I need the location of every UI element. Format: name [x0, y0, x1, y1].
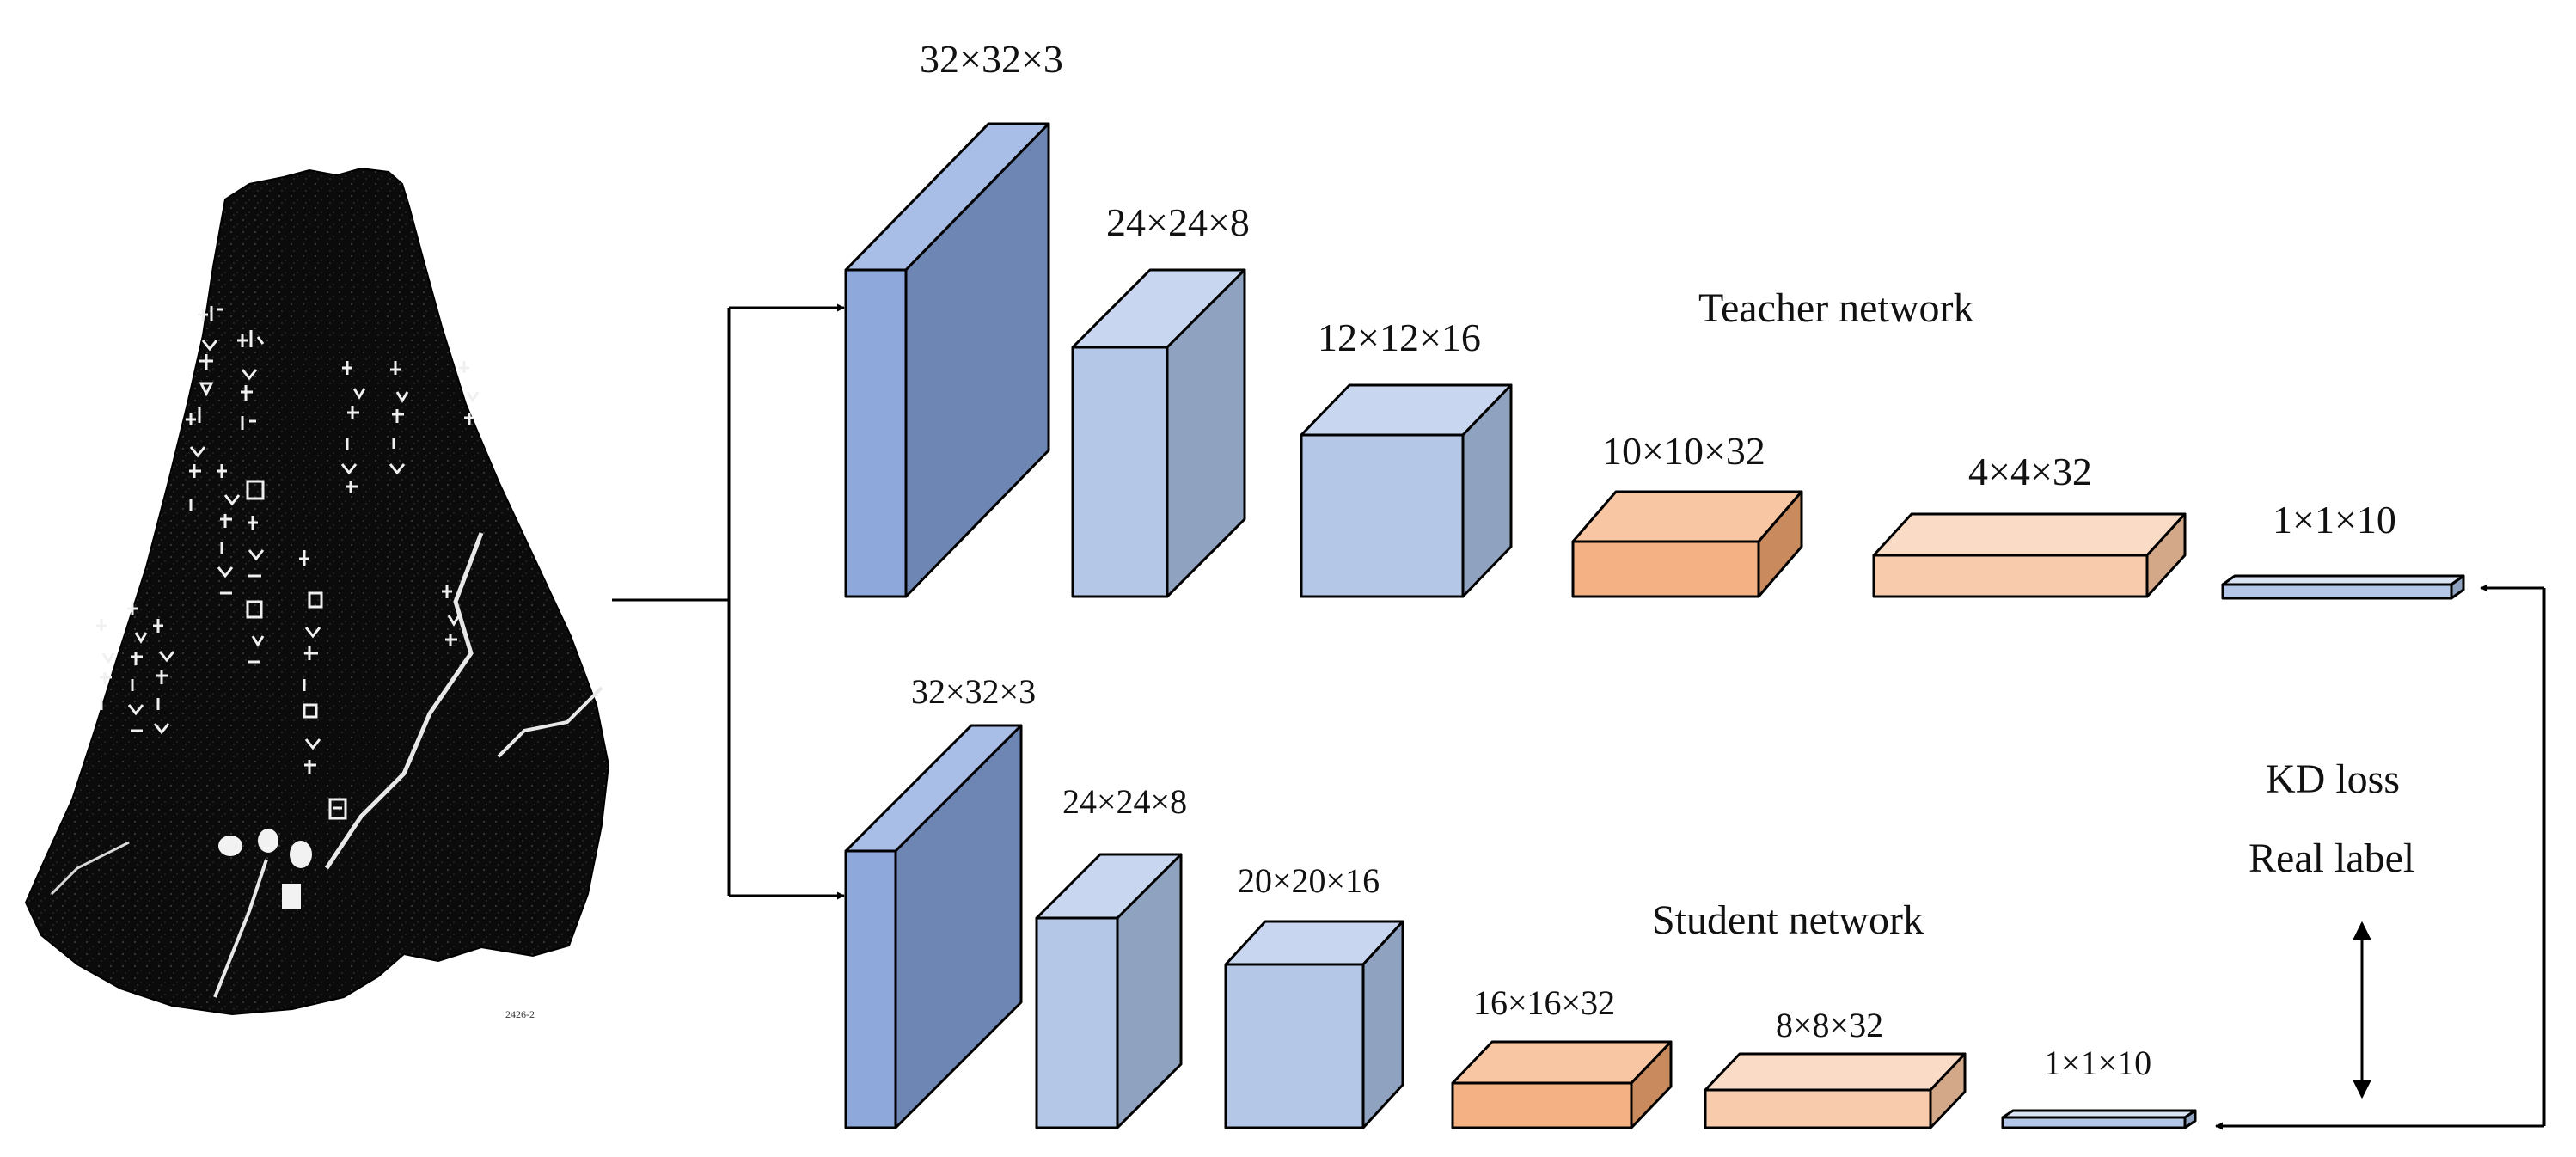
teacher-layer-1-label: 32×32×3 — [920, 37, 1063, 81]
student-layer-2-box — [1035, 853, 1183, 1129]
cuboid-front-face — [1451, 1081, 1633, 1129]
loss-return-arrows — [2215, 584, 2546, 1130]
teacher-network-title: Teacher network — [1698, 285, 1973, 331]
teacher-layer-1-box — [844, 122, 1050, 598]
teacher-layer-5-label: 4×4×32 — [1968, 450, 2092, 493]
student-layer-4-box — [1451, 1040, 1673, 1129]
teacher-layer-3-box — [1300, 383, 1513, 598]
teacher-layer-boxes — [844, 122, 2465, 600]
cuboid-front-face — [844, 849, 897, 1129]
oracle-bone-rubbing-icon: 2426-2 — [24, 167, 610, 1020]
teacher-layer-4-box — [1571, 490, 1803, 598]
cuboid-front-face — [1704, 1088, 1932, 1129]
input-branch-arrows — [612, 303, 845, 900]
image-caption: 2426-2 — [505, 1008, 535, 1020]
student-layer-1-label: 32×32×3 — [911, 672, 1036, 711]
teacher-layer-2-label: 24×24×8 — [1106, 200, 1250, 244]
real-label-label: Real label — [2249, 836, 2414, 881]
student-layer-1-box — [844, 724, 1023, 1129]
cuboid-front-face — [2221, 583, 2453, 600]
student-layer-5-box — [1704, 1052, 1967, 1129]
student-layer-6-box — [2001, 1109, 2197, 1129]
student-layer-2-label: 24×24×8 — [1062, 782, 1187, 821]
student-layer-3-box — [1224, 920, 1404, 1129]
student-layer-3-label: 20×20×16 — [1238, 861, 1380, 900]
cuboid-front-face — [844, 268, 908, 598]
student-layer-boxes — [844, 724, 2197, 1129]
teacher-layer-6-label: 1×1×10 — [2273, 498, 2396, 542]
cuboid-top-face — [1704, 1052, 1967, 1092]
teacher-layer-2-box — [1071, 268, 1246, 598]
cuboid-front-face — [1300, 433, 1465, 598]
student-layer-4-label: 16×16×32 — [1473, 983, 1615, 1022]
cuboid-front-face — [1071, 346, 1169, 598]
cuboid-front-face — [1872, 554, 2149, 598]
student-layer-5-label: 8×8×32 — [1776, 1006, 1883, 1044]
teacher-layer-4-label: 10×10×32 — [1602, 429, 1765, 473]
student-network-title: Student network — [1652, 897, 1924, 943]
student-layer-6-label: 1×1×10 — [2044, 1044, 2151, 1082]
kd-loss-label: KD loss — [2266, 756, 2400, 802]
teacher-layer-3-label: 12×12×16 — [1318, 315, 1481, 359]
cuboid-top-face — [1872, 512, 2187, 557]
cuboid-front-face — [1571, 540, 1760, 598]
teacher-layer-5-box — [1872, 512, 2187, 598]
cuboid-front-face — [2001, 1116, 2187, 1129]
teacher-layer-6-box — [2221, 574, 2465, 600]
cuboid-front-face — [1035, 916, 1119, 1129]
cuboid-front-face — [1224, 963, 1365, 1129]
